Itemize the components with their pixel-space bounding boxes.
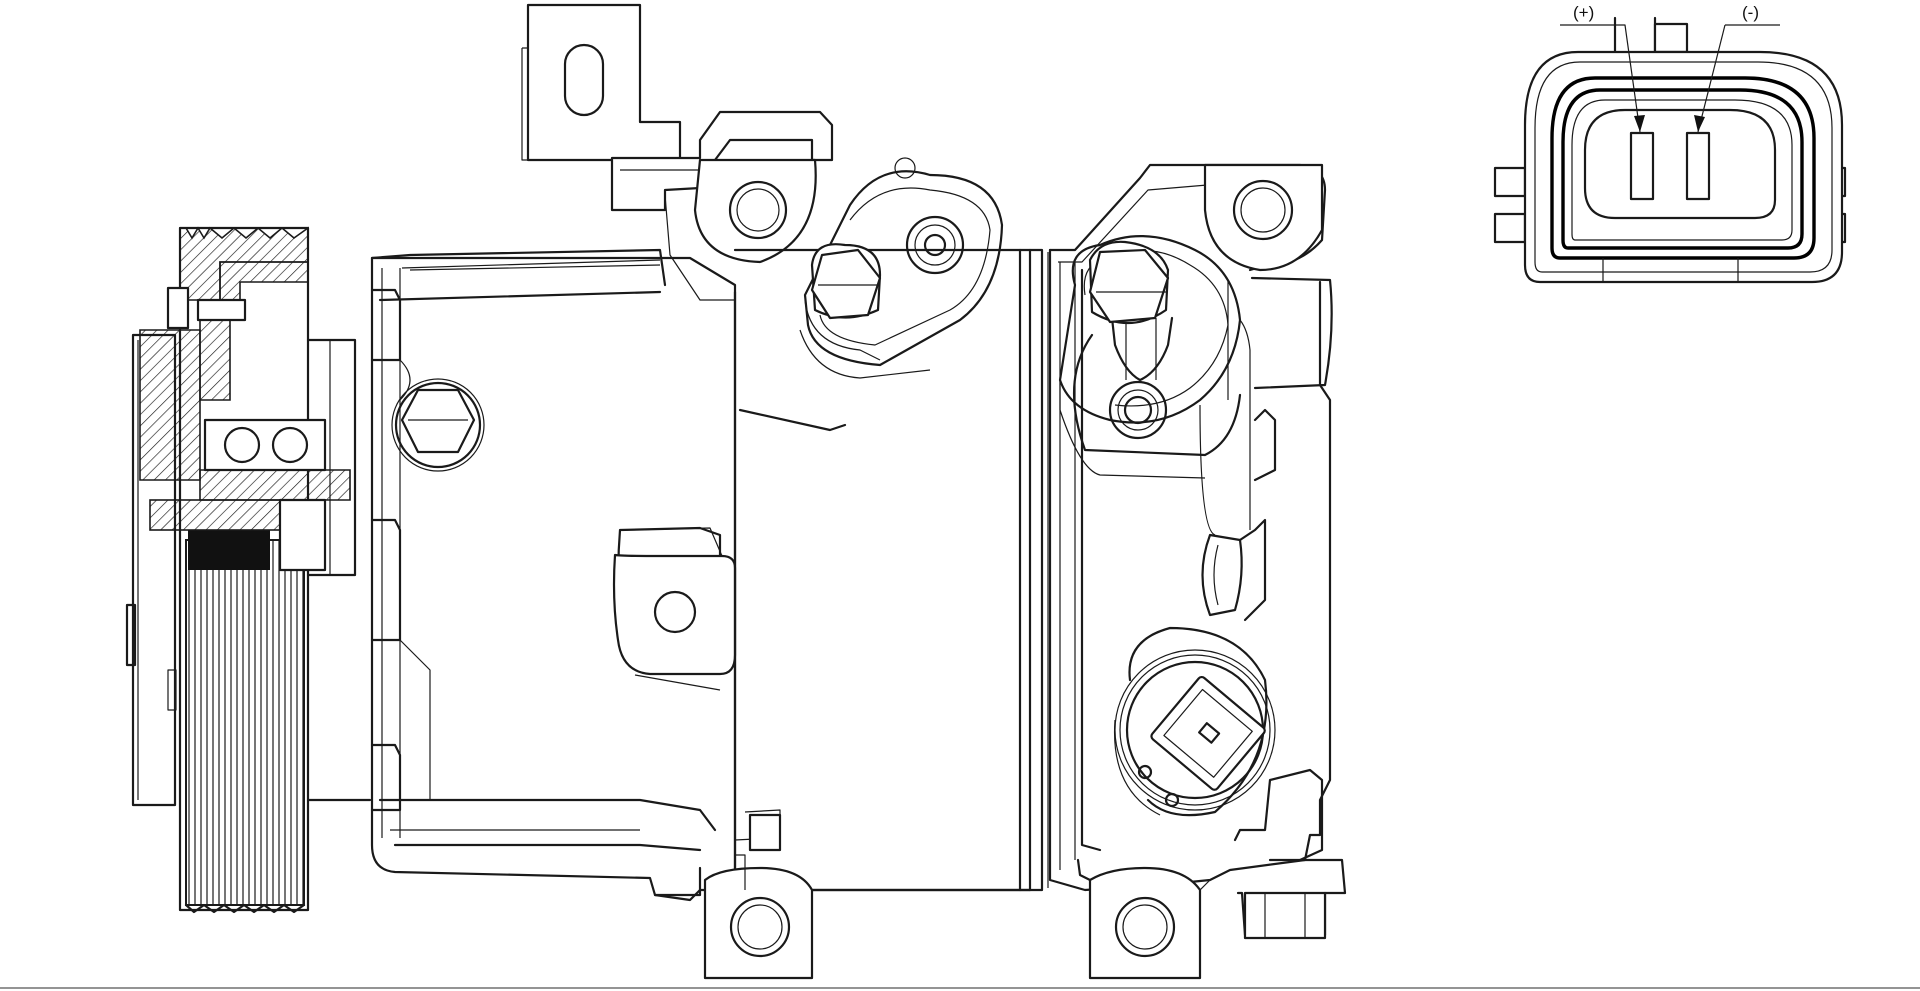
positive-terminal-label: (+) bbox=[1573, 3, 1594, 22]
top-mounting-bracket bbox=[521, 3, 834, 301]
pulley-assembly bbox=[125, 226, 372, 914]
positive-pin bbox=[1629, 131, 1655, 201]
connector-pinout-detail: (+) (-) bbox=[1493, 3, 1847, 284]
negative-terminal-label: (-) bbox=[1742, 3, 1759, 22]
suction-port bbox=[799, 157, 1004, 379]
bottom-mounting-ears bbox=[653, 809, 1211, 980]
front-housing bbox=[370, 248, 737, 902]
rear-head bbox=[1048, 163, 1347, 940]
cylinder-body bbox=[733, 248, 1049, 892]
negative-pin bbox=[1685, 131, 1711, 201]
